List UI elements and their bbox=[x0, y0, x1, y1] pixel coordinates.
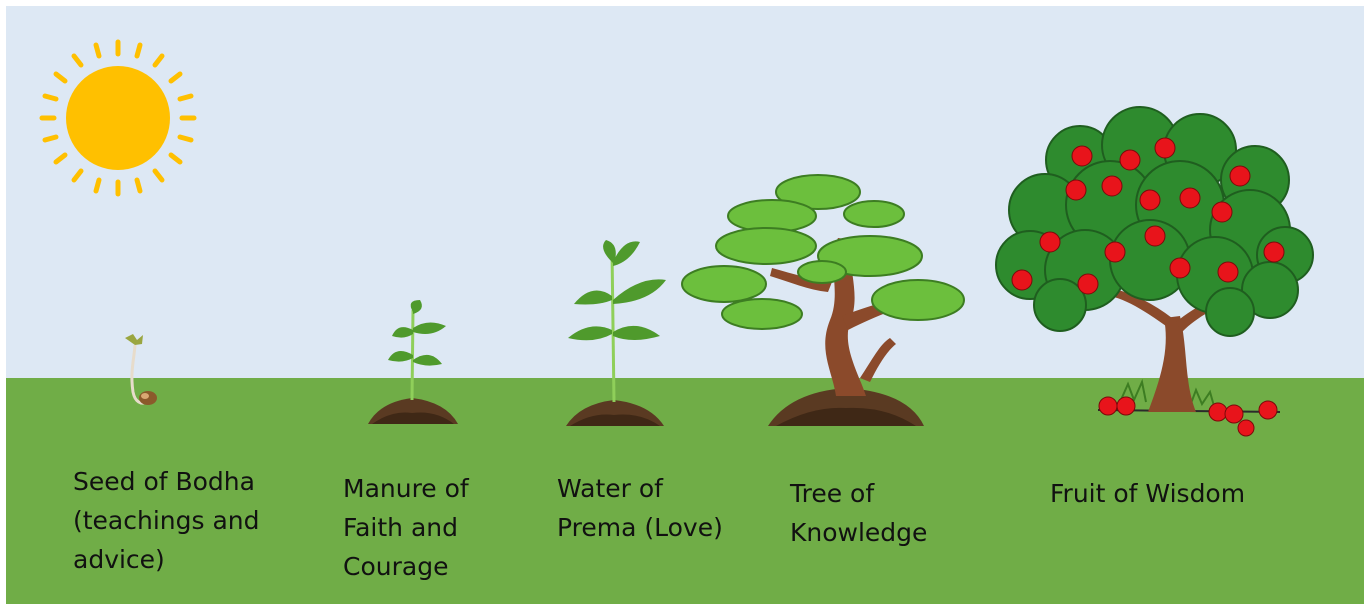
young-plant-icon bbox=[566, 240, 666, 426]
bonsai-tree-icon bbox=[681, 174, 965, 426]
caption-line: Faith and bbox=[343, 513, 458, 542]
caption-line: Manure of bbox=[343, 474, 469, 503]
caption-line: Prema (Love) bbox=[557, 513, 723, 542]
caption-line: Seed of Bodha bbox=[73, 467, 255, 496]
stage-label-tree: Tree of Knowledge bbox=[790, 474, 927, 552]
caption-line: Tree of bbox=[790, 479, 875, 508]
caption-line: Knowledge bbox=[790, 518, 928, 547]
seedling-icon bbox=[368, 300, 458, 424]
stage-label-seed: Seed of Bodha (teachings and advice) bbox=[73, 462, 260, 579]
caption-line: (teachings and bbox=[73, 506, 260, 535]
caption-line: Courage bbox=[343, 552, 449, 581]
ground bbox=[6, 378, 1364, 604]
caption-line: Fruit of Wisdom bbox=[1050, 479, 1246, 508]
stage-label-manure: Manure of Faith and Courage bbox=[343, 469, 469, 586]
stage-label-fruit: Fruit of Wisdom bbox=[1050, 474, 1245, 513]
stage-label-water: Water of Prema (Love) bbox=[557, 469, 723, 547]
sun-icon bbox=[39, 39, 197, 197]
fruit-tree-icon bbox=[995, 106, 1314, 437]
caption-line: advice) bbox=[73, 545, 165, 574]
caption-line: Water of bbox=[557, 474, 663, 503]
sprouting-seed-icon bbox=[125, 334, 157, 405]
